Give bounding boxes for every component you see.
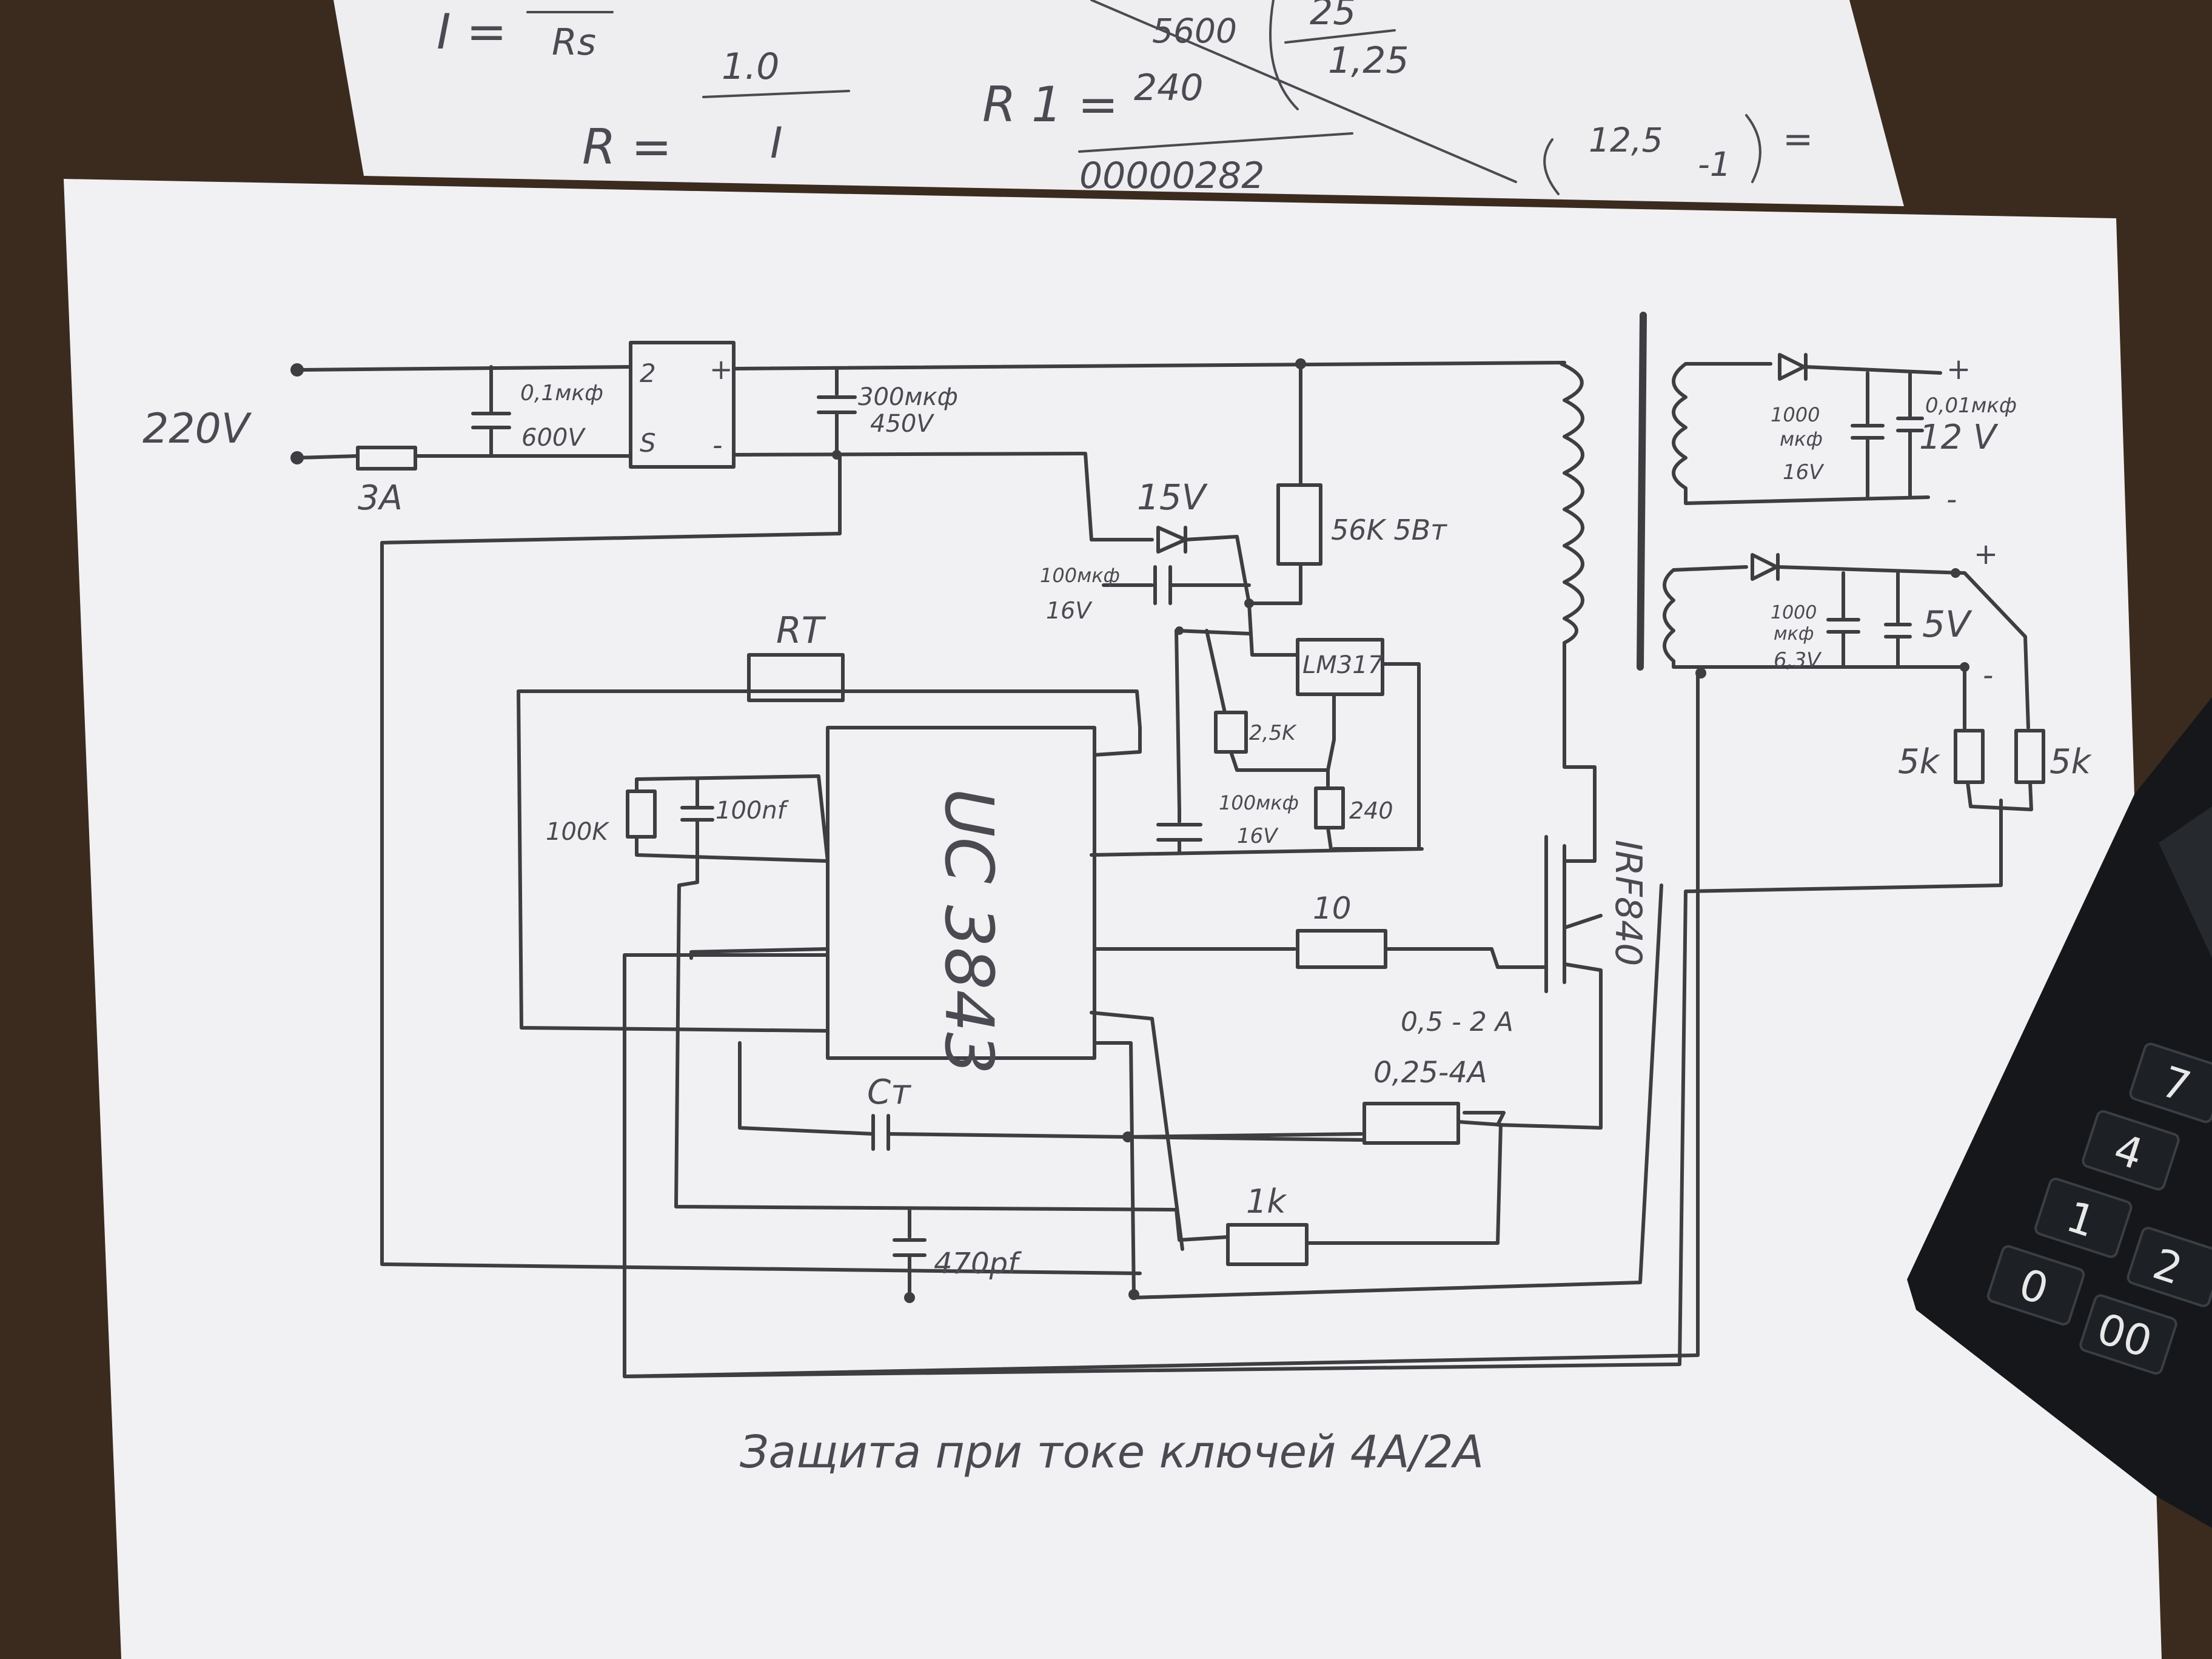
bridge-plus: + bbox=[709, 353, 733, 386]
res-240-label: 240 bbox=[1349, 797, 1393, 824]
bulk-cap-voltage-label: 450V bbox=[870, 410, 934, 438]
formula-5600: 5600 bbox=[1152, 12, 1237, 50]
res-100k-label: 100K bbox=[546, 818, 609, 846]
cap-100u-b-label: 100мкф bbox=[1219, 791, 1299, 814]
formula-240: 240 bbox=[1134, 67, 1204, 109]
formula-125b: 12,5 bbox=[1589, 121, 1663, 159]
res-1k-label: 1k bbox=[1246, 1182, 1287, 1221]
calc-key-2 bbox=[2127, 1227, 2212, 1307]
out12-cap-small-label: 0,01мкф bbox=[1925, 394, 2017, 418]
out12-voltage-label: 12 V bbox=[1919, 418, 1999, 457]
out5-cap-big-voltage: 6,3V bbox=[1774, 648, 1822, 672]
formula-result: 00000282 bbox=[1079, 155, 1264, 197]
formula-eq: = bbox=[1783, 118, 1813, 161]
out12-minus: - bbox=[1946, 483, 1957, 517]
out5-r1-label: 5k bbox=[1898, 742, 1941, 782]
formula-125: 1,25 bbox=[1328, 39, 1409, 82]
formula-r: R = bbox=[582, 119, 672, 175]
calculator: 7 4 1 0 00 2 Ma bbox=[1907, 697, 2212, 1528]
fuse-label: 3A bbox=[358, 478, 403, 518]
ic-label: UC 3843 bbox=[930, 788, 1008, 1074]
formula-minus1: -1 bbox=[1698, 145, 1731, 184]
cap-100nf-label: 100nf bbox=[716, 797, 789, 825]
out12-cap-big-unit: мкф bbox=[1780, 427, 1823, 451]
caption: Защита при токе ключей 4A/2A bbox=[740, 1426, 1484, 1478]
out12-plus: + bbox=[1946, 352, 1971, 386]
bridge-pin-2: 2 bbox=[640, 358, 656, 388]
cap-100u-a-voltage: 16V bbox=[1046, 597, 1093, 624]
out5-cap-big-label: 1000 bbox=[1771, 602, 1817, 623]
formula-rs: Rs bbox=[552, 21, 596, 64]
out5-voltage-label: 5V bbox=[1922, 603, 1972, 646]
formula-25: 25 bbox=[1310, 0, 1356, 33]
bridge-pin-s: S bbox=[640, 428, 656, 458]
out5-cap-big-unit: мкф bbox=[1774, 623, 1814, 645]
calc-key-0 bbox=[1986, 1245, 2085, 1326]
shunt-range-2: 0,25-4A bbox=[1373, 1056, 1487, 1090]
bulk-cap-label: 300мкф bbox=[858, 383, 958, 411]
out12-cap-big-label: 1000 bbox=[1771, 403, 1820, 426]
calc-key-7 bbox=[2129, 1042, 2212, 1124]
input-voltage-label: 220V bbox=[142, 405, 252, 453]
cap-100u-a-label: 100мкф bbox=[1040, 564, 1120, 587]
top-sheet: I = Rs R = 1.0 I R 1 = 5600 240 25 1,25 … bbox=[333, 0, 1904, 206]
formula-r1: R 1 = bbox=[982, 76, 1118, 133]
out5-r2-label: 5k bbox=[2049, 742, 2093, 782]
res-2k5-label: 2,5K bbox=[1249, 721, 1297, 745]
gate-resistor-label: 10 bbox=[1313, 891, 1352, 926]
cap-470pf-label: 470pf bbox=[934, 1247, 1022, 1281]
cap-100u-b-voltage: 16V bbox=[1237, 824, 1279, 848]
zener-label: 15V bbox=[1137, 477, 1208, 518]
mosfet-label: IRF840 bbox=[1607, 840, 1649, 966]
input-cap-voltage-label: 600V bbox=[521, 424, 586, 452]
formula-denominator: I bbox=[770, 118, 783, 168]
regulator-label: LM317 bbox=[1302, 651, 1384, 679]
out12-cap-big-voltage: 16V bbox=[1783, 460, 1825, 484]
formula-numerator: 1.0 bbox=[722, 45, 779, 88]
formula-i: I = bbox=[437, 4, 507, 60]
calc-key-00 bbox=[2079, 1294, 2177, 1375]
calc-key-4 bbox=[2082, 1110, 2180, 1191]
shunt-range-1: 0,5 - 2 A bbox=[1401, 1007, 1513, 1037]
calc-key-1 bbox=[2034, 1178, 2133, 1258]
out5-minus: - bbox=[1983, 659, 1993, 692]
ct-label: Cт bbox=[867, 1073, 911, 1112]
resistor-56k-label: 56K 5Вт bbox=[1331, 514, 1447, 546]
out5-plus: + bbox=[1974, 537, 1998, 571]
input-cap-label: 0,1мкф bbox=[520, 381, 603, 406]
bridge-minus: - bbox=[712, 429, 723, 461]
rt-label: RT bbox=[776, 609, 826, 652]
schematic-sheet: 220V 0,1мкф 600V 3A 2 S + - 300мкф 450V … bbox=[64, 179, 2162, 1659]
